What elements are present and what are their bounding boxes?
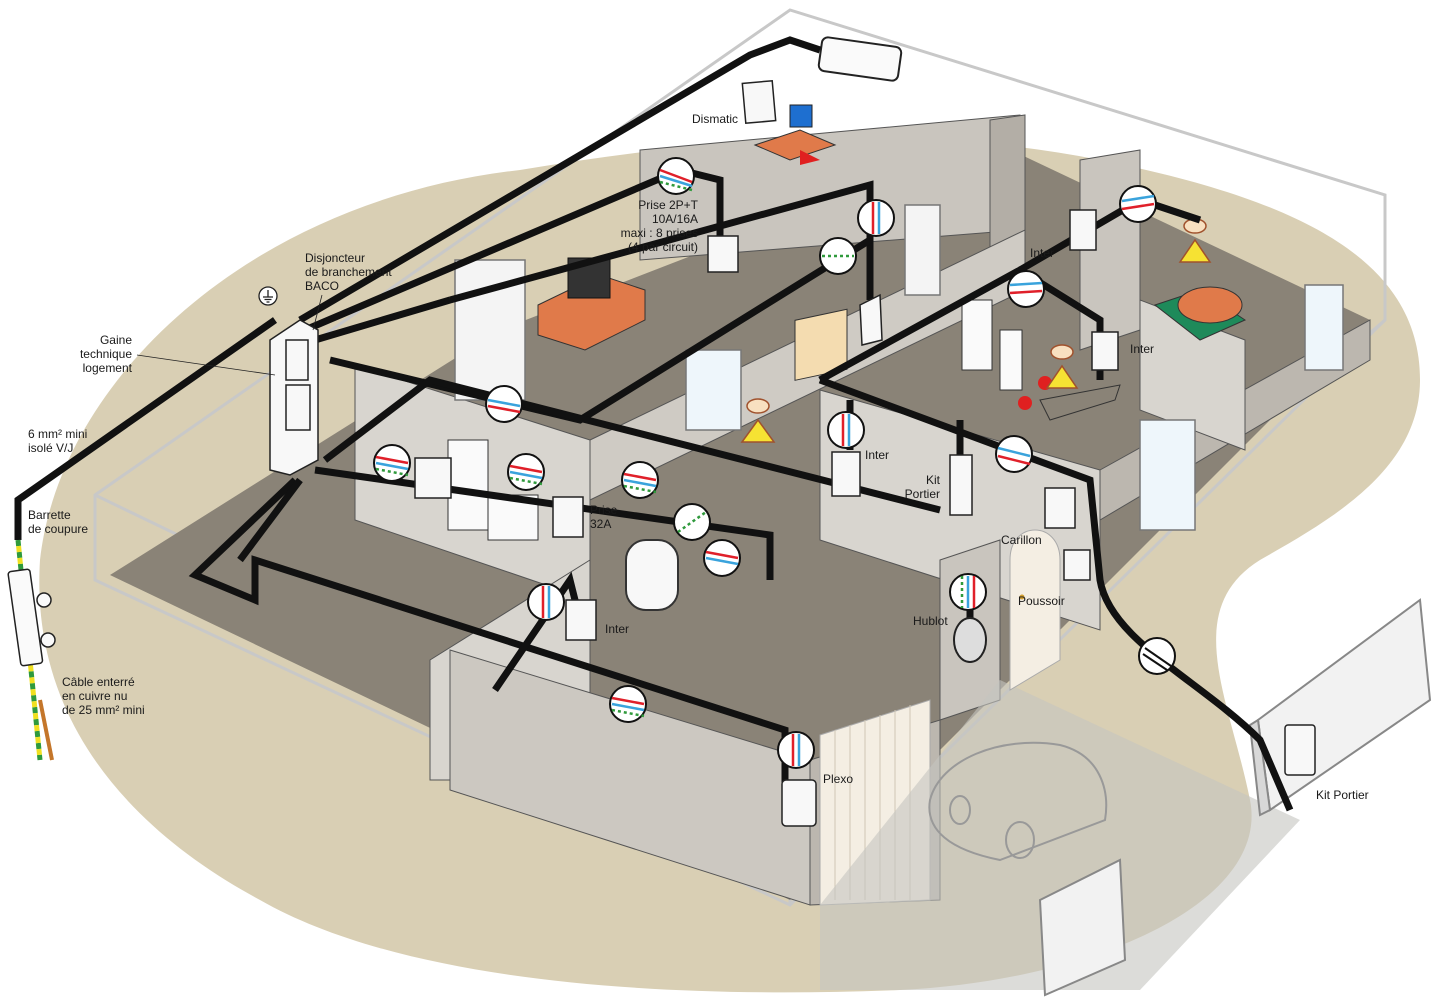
label-line: Prise [590,503,618,517]
label-prise-32a: Prise 32A [590,503,617,531]
label-dismatic: Dismatic [692,112,739,126]
car-outline [928,741,1108,862]
cable-section-icon [819,237,857,275]
label-line: de coupure [28,522,89,536]
label-line: Gaine [99,333,132,347]
hublot-light [953,617,987,663]
floor [110,140,1370,900]
label-line: (4 par circuit) [627,240,698,254]
label-inter-bedroom-right: Inter [1130,342,1155,356]
cable-section-icon [527,583,565,621]
kitchen-appliances [447,299,1023,541]
label-poussoir: Poussoir [1018,594,1065,608]
cable-section-icon [1007,270,1045,308]
label-line: Prise 2P+T [638,198,698,212]
cable-section-icons [373,157,1176,769]
label-line: technique [79,347,132,361]
cable-section-icon [857,199,895,237]
label-carillon: Carillon [1001,533,1042,547]
cable-section-icon [1119,185,1157,223]
driveway [820,680,1300,990]
tv-stand [537,257,646,351]
earth-rod [38,699,54,761]
label-line: Kit [925,473,940,487]
label-inter-bathroom: Inter [605,622,630,636]
entry-door [1009,529,1061,691]
earth-cable-yellow [15,539,43,761]
air-conditioner [817,36,903,82]
label-cable-6mm: 6 mm² mini isolé V/J [28,427,87,455]
label-line: Portier [904,487,940,501]
ceiling-lamps [740,218,1212,443]
label-cable-enterre: Câble enterré en cuivre nu de 25 mm² min… [62,675,145,717]
cable-section-icon [949,573,987,611]
cable-section-icon [673,503,711,541]
cable-section-icon [777,731,815,769]
label-kit-portier-indoor: Kit Portier [898,473,940,501]
label-line: maxi : 8 prises [620,226,698,240]
cable-section-icon [657,157,695,195]
label-line: logement [82,361,132,375]
cable-section-icon [373,444,411,482]
label-line: de 25 mm² mini [62,703,145,717]
desk-top-room [753,104,837,165]
label-line: Barrette [28,508,71,522]
leader-lines [136,294,323,376]
label-plexo: Plexo [823,772,854,786]
label-disjoncteur: Disjoncteur de branchement BACO [305,251,392,293]
label-line: isolé V/J [28,441,74,455]
windows [454,204,1344,531]
label-prise-2pt: Prise 2P+T 10A/16A maxi : 8 prises (4 pa… [600,198,698,254]
water-heater [625,539,679,611]
label-line: BACO [305,279,340,293]
label-barrette: Barrette de coupure [28,508,88,536]
cable-section-icon [1138,637,1176,675]
earth-ground-icon [258,286,278,306]
cable-section-icon [827,411,865,449]
cable-section-icon [703,539,741,577]
cable-section-icon [621,461,659,499]
cable-section-icon [507,453,545,491]
wall-devices [414,79,1316,827]
label-line: 6 mm² mini [28,427,88,441]
label-line: 32A [590,517,612,531]
label-kit-portier-outdoor: Kit Portier [1316,788,1369,802]
label-line: de branchement [305,265,392,279]
label-inter-kitchen: Inter [865,448,890,462]
barrette-de-coupure [7,568,56,667]
label-line: 10A/16A [651,212,698,226]
label-inter-bedroom-top: Inter [1030,246,1055,260]
electrical-panel [269,319,319,476]
label-line: Câble enterré [62,675,135,689]
cable-section-icon [995,435,1033,473]
label-gaine-technique: Gaine technique logement [62,333,132,375]
label-hublot: Hublot [913,614,948,628]
label-line: Disjoncteur [305,251,366,265]
electrical-cables [14,36,1294,812]
cable-section-icon [609,685,647,723]
bed [1153,286,1247,341]
radiator [794,308,848,381]
cable-section-icon [485,385,523,423]
label-line: en cuivre nu [62,689,128,703]
